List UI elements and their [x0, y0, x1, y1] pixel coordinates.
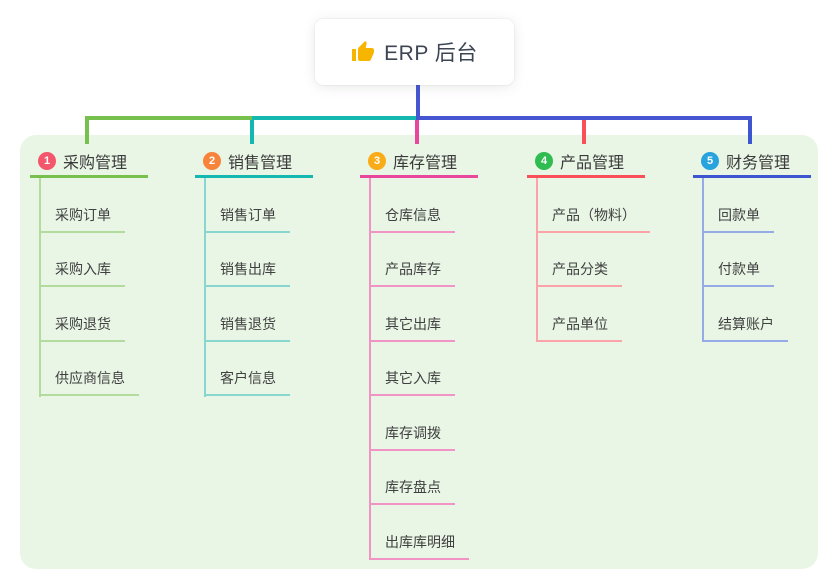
node-item-label: 采购订单	[55, 207, 111, 223]
node-item-label: 其它入库	[385, 370, 441, 386]
node-item-label: 产品（物料）	[552, 207, 636, 223]
branch-number-badge: 3	[368, 152, 386, 170]
branch-title-label: 产品管理	[560, 155, 625, 172]
branch-title-采购管理[interactable]: 1 采购管理	[38, 151, 128, 172]
connector-horizontal-left	[87, 116, 254, 120]
node-item-label: 产品单位	[552, 316, 608, 332]
node-item-label: 出库库明细	[385, 534, 455, 550]
connector-elbow-2	[250, 116, 254, 144]
branch-title-库存管理[interactable]: 3 库存管理	[368, 151, 458, 172]
node-item[interactable]: 库存调拨	[369, 423, 455, 451]
node-item[interactable]: 采购入库	[39, 259, 125, 287]
branch-number-badge: 4	[535, 152, 553, 170]
branch-underline	[360, 175, 478, 178]
branches-panel	[20, 135, 818, 569]
root-stem-line	[416, 85, 420, 118]
connector-horizontal-right	[416, 116, 752, 120]
connector-elbow-1	[85, 116, 89, 144]
node-item-label: 销售退货	[220, 316, 276, 332]
node-item[interactable]: 库存盘点	[369, 477, 455, 505]
node-item-label: 库存调拨	[385, 425, 441, 441]
node-item-label: 产品分类	[552, 261, 608, 277]
branch-title-产品管理[interactable]: 4 产品管理	[535, 151, 625, 172]
branch-subtree-line	[702, 178, 704, 342]
branch-underline	[527, 175, 645, 178]
node-item[interactable]: 销售出库	[204, 259, 290, 287]
node-item-label: 客户信息	[220, 370, 276, 386]
node-item-label: 库存盘点	[385, 479, 441, 495]
branch-title-label: 采购管理	[63, 155, 128, 172]
root-title: ERP 后台	[384, 42, 478, 65]
connector-elbow-5	[748, 116, 752, 144]
node-item-label: 销售订单	[220, 207, 276, 223]
branch-subtree-line	[204, 178, 206, 397]
node-item[interactable]: 采购订单	[39, 205, 125, 233]
node-item-label: 回款单	[718, 207, 760, 223]
node-item[interactable]: 供应商信息	[39, 368, 139, 396]
node-item-label: 结算账户	[718, 316, 774, 332]
branch-number-badge: 5	[701, 152, 719, 170]
node-item[interactable]: 产品单位	[536, 314, 622, 342]
node-item[interactable]: 销售订单	[204, 205, 290, 233]
branch-underline	[30, 175, 148, 178]
node-item[interactable]: 仓库信息	[369, 205, 455, 233]
node-item-label: 付款单	[718, 261, 760, 277]
thumbs-up-icon	[351, 40, 375, 64]
node-item-label: 供应商信息	[55, 370, 125, 386]
node-item[interactable]: 产品分类	[536, 259, 622, 287]
node-item[interactable]: 付款单	[702, 259, 774, 287]
node-item[interactable]: 产品库存	[369, 259, 455, 287]
root-node[interactable]: ERP 后台	[315, 19, 514, 85]
node-item-label: 仓库信息	[385, 207, 441, 223]
branch-subtree-line	[369, 178, 371, 560]
branch-title-label: 库存管理	[393, 155, 458, 172]
connector-elbow-3	[415, 116, 419, 144]
node-item[interactable]: 产品（物料）	[536, 205, 650, 233]
connector-horizontal-mid	[252, 116, 418, 120]
branch-title-财务管理[interactable]: 5 财务管理	[701, 151, 791, 172]
node-item-label: 其它出库	[385, 316, 441, 332]
node-item[interactable]: 出库库明细	[369, 532, 469, 560]
node-item[interactable]: 回款单	[702, 205, 774, 233]
node-item[interactable]: 结算账户	[702, 314, 788, 342]
branch-subtree-line	[39, 178, 41, 397]
branch-number-badge: 2	[203, 152, 221, 170]
branch-title-销售管理[interactable]: 2 销售管理	[203, 151, 293, 172]
branch-underline	[693, 175, 811, 178]
branch-subtree-line	[536, 178, 538, 342]
node-item-label: 销售出库	[220, 261, 276, 277]
node-item-label: 采购退货	[55, 316, 111, 332]
node-item[interactable]: 其它入库	[369, 368, 455, 396]
node-item[interactable]: 客户信息	[204, 368, 290, 396]
connector-elbow-4	[582, 116, 586, 144]
node-item[interactable]: 其它出库	[369, 314, 455, 342]
node-item[interactable]: 销售退货	[204, 314, 290, 342]
branch-number-badge: 1	[38, 152, 56, 170]
branch-title-label: 财务管理	[726, 155, 791, 172]
branch-title-label: 销售管理	[228, 155, 293, 172]
node-item-label: 产品库存	[385, 261, 441, 277]
node-item[interactable]: 采购退货	[39, 314, 125, 342]
node-item-label: 采购入库	[55, 261, 111, 277]
branch-underline	[195, 175, 313, 178]
